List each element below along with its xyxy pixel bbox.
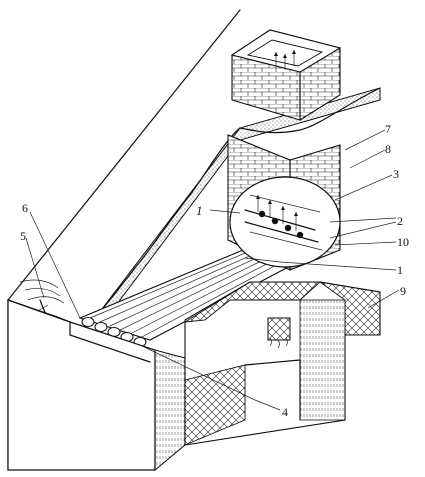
leader-lines [25,129,400,411]
label-10: 10 [397,235,409,249]
right-foundation [184,281,381,446]
label-2: 2 [397,214,403,228]
vent-grate [267,317,291,349]
label-1: 1 [397,263,403,277]
label-8: 8 [385,142,391,156]
label-1-italic: 1 [196,203,203,218]
label-6: 6 [22,201,28,215]
left-foundation [7,299,186,472]
label-3: 3 [393,167,399,181]
labels: 7 8 3 2 10 1 9 4 5 6 1 [20,122,409,419]
label-9: 9 [400,284,406,298]
pipe-ends [81,317,147,347]
chimney-top [230,29,342,121]
label-5: 5 [20,229,26,243]
detail-circle [229,176,341,268]
label-7: 7 [385,122,391,136]
label-4: 4 [282,405,288,419]
